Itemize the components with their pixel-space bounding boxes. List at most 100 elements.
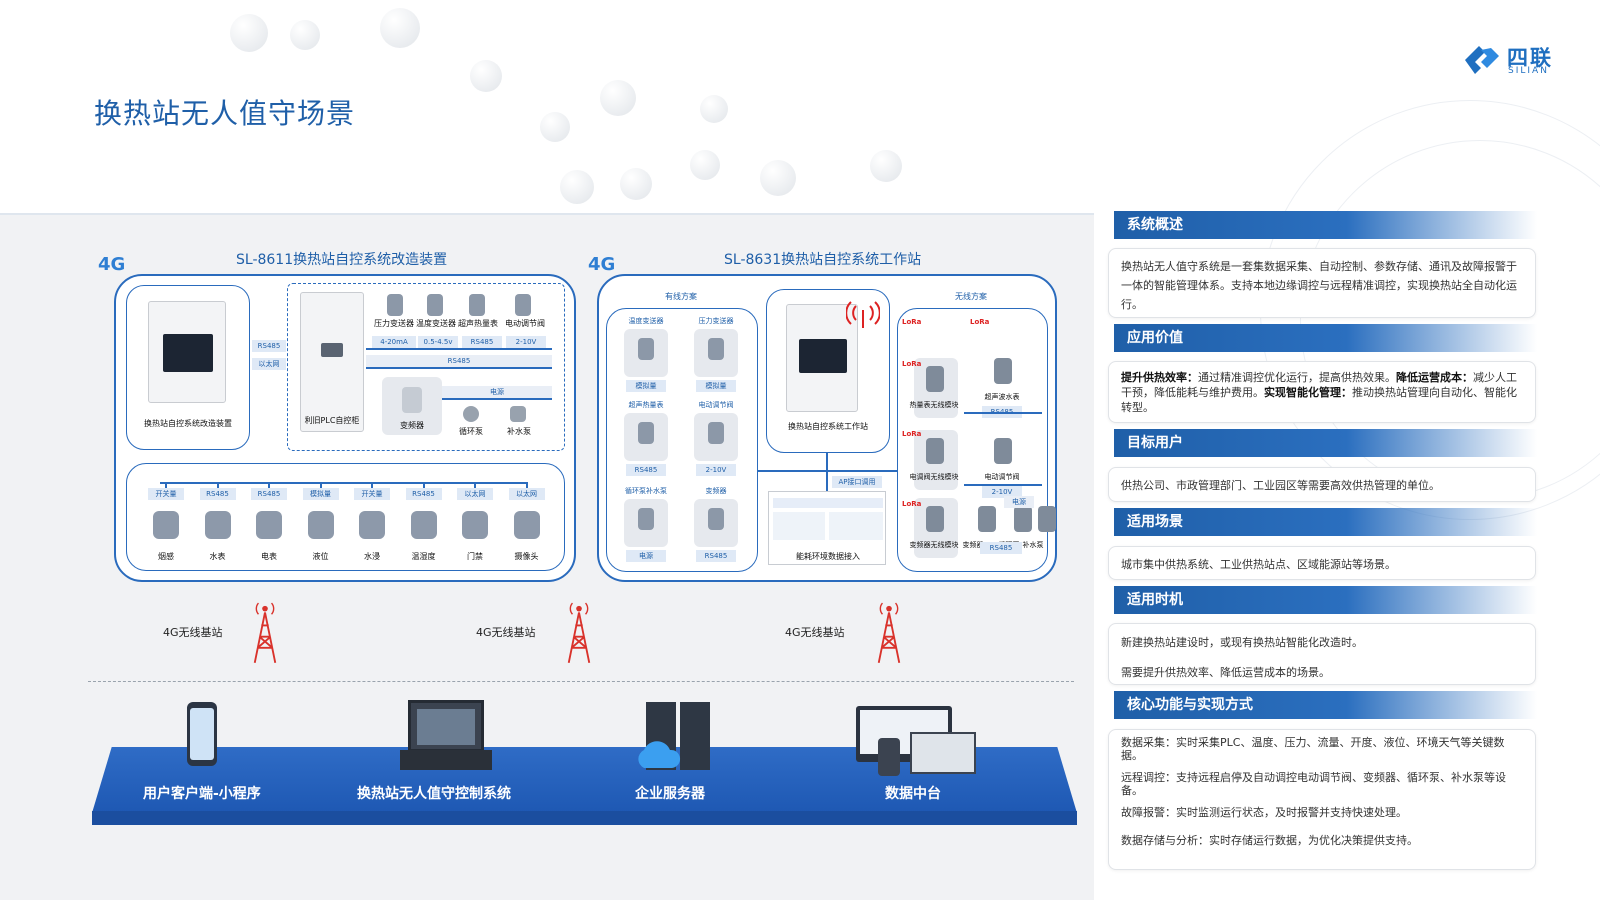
field-device-signal: 以太网: [457, 488, 493, 500]
decor-bubble: [690, 150, 720, 180]
device-screen: [163, 334, 213, 372]
wired-item-label: 压力变送器: [698, 317, 734, 325]
workstation-label: 换热站自控系统工作站: [788, 422, 868, 431]
value-text: 提升供热效率：通过精准调控优化运行，提高供热效果。降低运营成本：减少人工干预，降…: [1121, 370, 1523, 415]
wireless-item-icon: [926, 366, 944, 392]
decor-bubble: [230, 14, 268, 52]
feature-item: 故障报警：实时监测运行状态，及时报警并支持快速处理。: [1121, 806, 1407, 819]
field-device-icon: [359, 511, 385, 539]
cell-tower-icon: [567, 602, 591, 663]
field-device-label: 电表: [261, 552, 277, 561]
field-device-signal: RS485: [405, 488, 442, 500]
wireless-item-label: 电调阀无线模块: [909, 473, 959, 481]
field-device-drop: [422, 482, 425, 488]
decor-bubble: [700, 95, 728, 123]
decor-bubble: [380, 8, 420, 48]
temperature-transmitter-icon: [427, 294, 443, 316]
wireless-title: 无线方案: [955, 292, 987, 301]
sensor-signal: RS485: [462, 336, 502, 348]
tower-label: 4G无线基站: [163, 626, 223, 639]
field-device-icon: [410, 511, 437, 539]
circulation-pump-icon: [463, 406, 479, 422]
field-device-icon: [256, 511, 282, 539]
section-header-timing: 适用时机: [1114, 586, 1537, 614]
wired-item-signal: RS485: [696, 550, 736, 562]
wired-item-label: 循环泵补水泵: [625, 487, 667, 495]
4g-badge: 4G: [98, 254, 126, 275]
section-header-overview: 系统概述: [1114, 211, 1537, 239]
link-ethernet: 以太网: [252, 358, 286, 370]
timing-box: 新建换热站建设时，或现有换热站智能化改造时。 需要提升供热效率、降低运营成本的场…: [1108, 623, 1536, 685]
field-device-signal: 以太网: [508, 488, 545, 500]
makeup-pump-icon: [510, 406, 526, 422]
wired-item-icon: [708, 422, 724, 444]
field-device-drop: [474, 482, 476, 488]
platform-front: [92, 811, 1077, 825]
wireless-bus: [964, 412, 1042, 414]
scenes-box: 城市集中供热系统、工业供热站点、区域能源站等场景。: [1108, 546, 1536, 580]
value-key: 实现智能化管理：: [1264, 386, 1352, 399]
wireless-item-icon: [994, 358, 1012, 384]
company-logo: 四联 SILIAN: [1461, 42, 1566, 78]
overview-box: 换热站无人值守系统是一套集数据采集、自动控制、参数存储、通讯及故障报警于一体的智…: [1108, 248, 1536, 318]
value-key: 提升供热效率：: [1121, 371, 1198, 384]
decor-bubble: [870, 150, 902, 182]
field-device-icon: [204, 511, 231, 539]
wired-title: 有线方案: [665, 292, 697, 301]
decor-bubble: [600, 80, 636, 116]
sensor-bus: [366, 348, 552, 350]
dashboard-screen: [768, 491, 886, 565]
logo-brand: 四联: [1507, 46, 1553, 70]
lora-badge: LoRa: [970, 318, 990, 326]
wireless-item-icon: [926, 438, 944, 464]
wired-item-label: 温度变送器: [628, 317, 664, 325]
bus-power: 电源: [442, 386, 552, 398]
platform-label-control: 换热站无人值守控制系统: [357, 786, 511, 802]
laptop-base: [400, 750, 492, 770]
workstation-screen: [799, 339, 847, 373]
wired-item-label: 电动调节阀: [698, 401, 734, 409]
platform-label-datahub: 数据中台: [885, 786, 941, 802]
wireless-item-icon: [1038, 506, 1056, 532]
timing-line: 新建换热站建设时，或现有换热站智能化改造时。: [1121, 636, 1363, 649]
workstation-cabinet: [786, 304, 858, 412]
pump-label: 补水泵: [507, 427, 531, 436]
server-rack-2: [680, 702, 710, 770]
phone-screen: [190, 708, 214, 760]
wired-item-icon: [638, 338, 654, 360]
lora-badge: LoRa: [902, 500, 922, 508]
field-device-signal: 开关量: [354, 488, 390, 500]
section-header-features: 核心功能与实现方式: [1114, 691, 1537, 719]
heat-meter-icon: [469, 294, 485, 316]
rs485-bus-line: [366, 367, 552, 369]
wired-item-label: 超声热量表: [628, 401, 664, 409]
wireless-rs485: RS485: [980, 542, 1022, 554]
plc-dashed-area: [287, 283, 565, 451]
timing-line: 需要提升供热效率、降低运营成本的场景。: [1121, 666, 1330, 679]
sensor-label: 温度变送器: [416, 319, 456, 328]
field-device-icon: [153, 511, 179, 539]
control-valve-icon: [515, 294, 531, 316]
decor-bubble: [760, 160, 796, 196]
wired-item-icon: [638, 508, 654, 530]
field-device-drop: [216, 482, 219, 488]
plc-label: 利旧PLC自控柜: [304, 416, 360, 425]
field-device-label: 温湿度: [411, 552, 436, 561]
value-desc: 推动换热站管理向自动化、智能化转型。: [1121, 386, 1517, 414]
logo-brand-en: SILIAN: [1508, 66, 1549, 76]
field-device-drop: [268, 482, 270, 488]
pump-label: 循环泵: [459, 427, 483, 436]
value-key: 降低运营成本：: [1396, 371, 1473, 384]
wireless-item-icon: [978, 506, 996, 532]
tower-label: 4G无线基站: [476, 626, 536, 639]
wireless-item-icon: [994, 438, 1012, 464]
field-bus: [160, 482, 528, 484]
decor-bubble: [540, 112, 570, 142]
decor-bubble: [620, 168, 652, 200]
field-device-drop: [165, 482, 167, 488]
field-device-drop: [525, 482, 528, 488]
power-line: [442, 398, 552, 400]
main-device-cabinet: [148, 301, 226, 403]
wired-item-signal: 2-10V: [696, 464, 736, 476]
section-divider: [88, 681, 1074, 682]
